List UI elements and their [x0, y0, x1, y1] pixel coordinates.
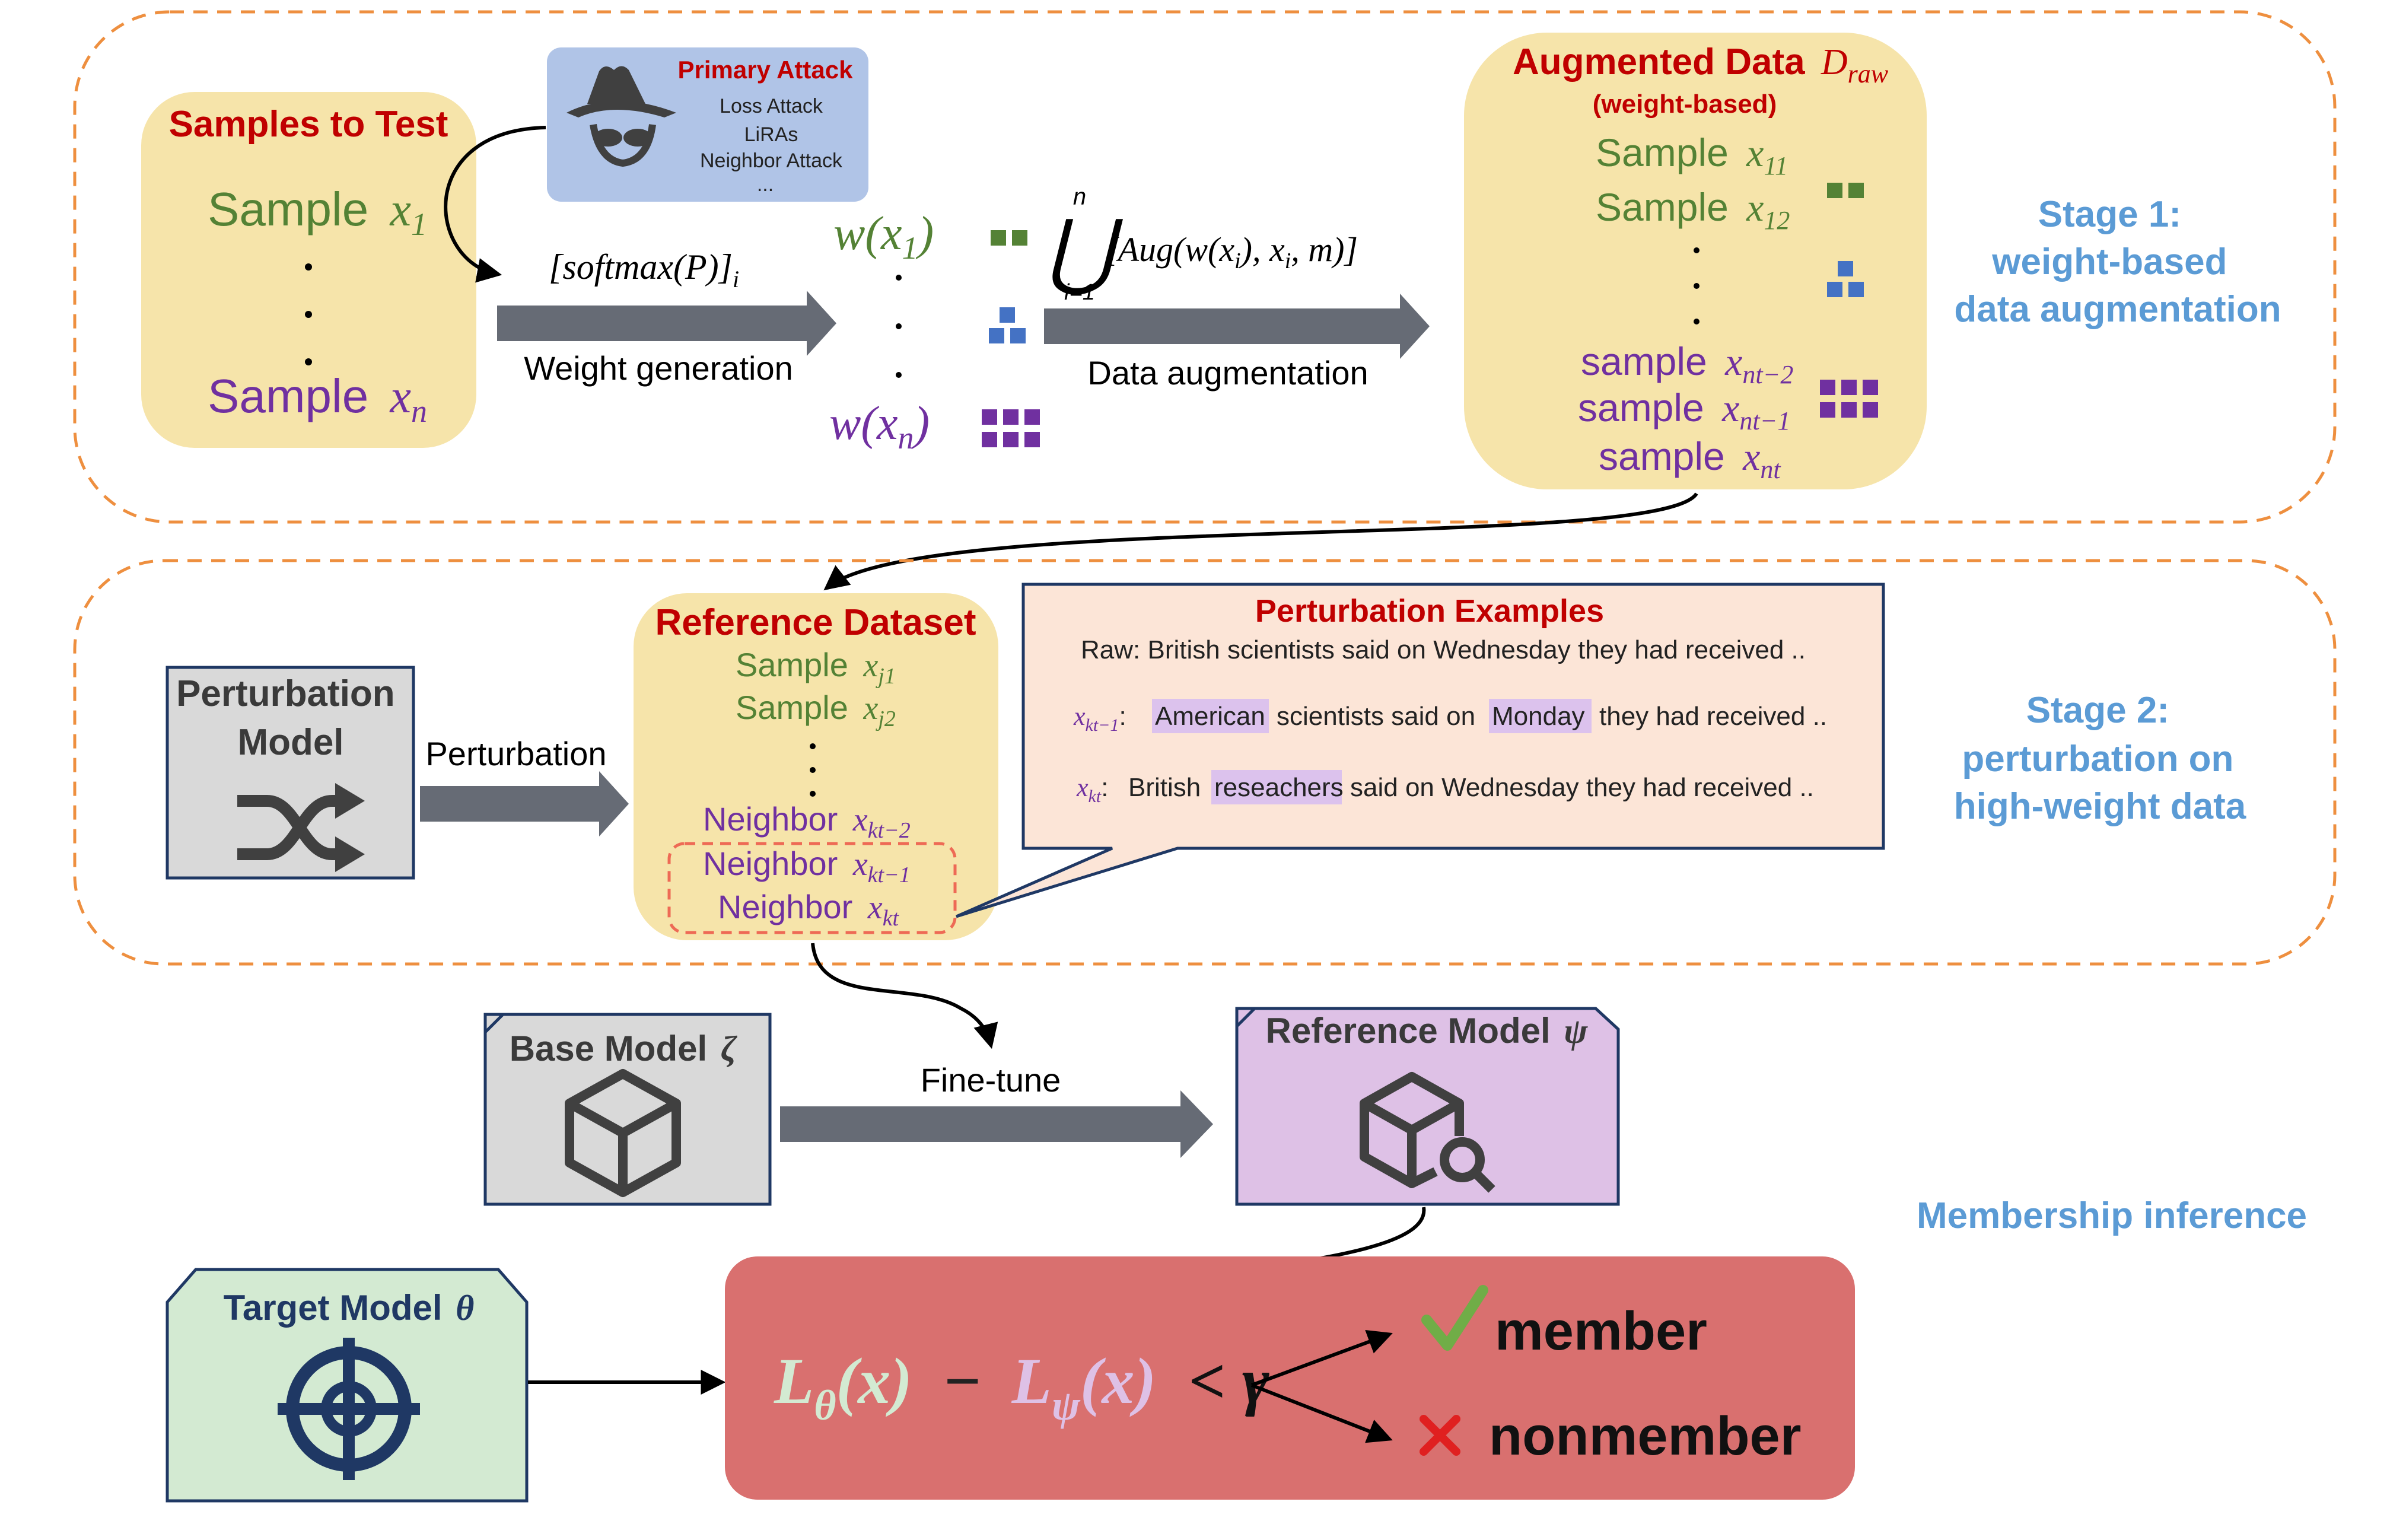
augmented-row: sample xnt−1: [1578, 386, 1790, 435]
shuffle-icon: [237, 795, 338, 860]
union-lower-limit: i=1: [1064, 280, 1095, 305]
perturbation-model-box: Perturbation Model: [166, 666, 415, 880]
finetune-arrow: [780, 1090, 1213, 1158]
ellipsis-dot: [1694, 319, 1700, 324]
example-line-x-kt: xkt: British reseachers said on Wednesda…: [1076, 773, 1814, 806]
data-augmentation-arrow: [1044, 294, 1430, 359]
neighbor-highlight-frame: [667, 842, 957, 934]
data-augmentation-label: Data augmentation: [1087, 354, 1368, 392]
decision-arrow-member: [1250, 1329, 1393, 1387]
green-weight-squares-icon: [991, 230, 1027, 246]
attack-item: Loss Attack: [720, 95, 823, 117]
raw-example: Raw: British scientists said on Wednesda…: [1081, 635, 1806, 664]
target-model-title: Target Model θ: [224, 1288, 475, 1328]
augmented-row: Sample x11: [1596, 131, 1788, 180]
ellipsis-dot: [896, 275, 902, 281]
primary-attack-box: Primary Attack Loss Attack LiRAs Neighbo…: [547, 47, 868, 202]
reference-row: Sample xj1: [736, 646, 896, 689]
inference-formula: Lθ(x) − Lψ(x) < γ: [774, 1344, 1269, 1429]
word-highlight: [1489, 699, 1592, 733]
perturbation-arrow-label: Perturbation: [425, 735, 606, 772]
attack-item: LiRAs: [744, 123, 798, 146]
attack-item: ...: [757, 173, 774, 196]
reference-model-box: Reference Model ψ: [1235, 1007, 1620, 1206]
augmented-row: sample xnt: [1599, 434, 1781, 484]
base-model-title: Base Model ζ: [510, 1029, 738, 1068]
ellipsis-dot: [810, 767, 816, 773]
membership-inference-box: Lθ(x) − Lψ(x) < γ member nonmember: [725, 1256, 1855, 1500]
primary-attack-title: Primary Attack: [678, 56, 854, 84]
spy-hat-icon: [567, 66, 676, 167]
stage1-dashed-frame: [73, 10, 2337, 524]
purple-data-squares-icon: [1820, 380, 1878, 418]
sample-xn: Sample xn: [208, 370, 427, 429]
reference-dataset-title: Reference Dataset: [655, 602, 976, 643]
ellipsis-dot: [896, 323, 902, 329]
ellipsis-dot: [810, 743, 816, 749]
perturbation-arrow: [420, 771, 629, 836]
green-data-squares-icon: [1827, 183, 1864, 198]
sample-x1: Sample x1: [208, 183, 427, 242]
ellipsis-dot: [305, 358, 312, 365]
reference-dataset-box: Reference Dataset Sample xj1 Sample xj2 …: [634, 593, 998, 940]
blue-weight-squares-icon: [989, 307, 1026, 343]
stage2-label: Stage 2: perturbation on high-weight dat…: [1954, 690, 2246, 827]
member-label: member: [1495, 1301, 1707, 1361]
ellipsis-dot: [810, 791, 816, 797]
perturbation-examples-title: Perturbation Examples: [1255, 593, 1604, 629]
shuffle-arrowhead: [335, 836, 365, 872]
augmented-data-title: Augmented Data Draw: [1513, 42, 1889, 88]
finetune-label: Fine-tune: [921, 1061, 1061, 1099]
samples-to-test-box: Samples to Test Sample x1 Sample xn: [141, 92, 476, 448]
word-highlight: [1211, 770, 1342, 804]
target-model-box: Target Model θ: [166, 1268, 529, 1503]
reference-model-title: Reference Model ψ: [1266, 1011, 1589, 1051]
augmented-row: Sample x12: [1596, 185, 1790, 235]
ellipsis-dot: [1694, 247, 1700, 253]
augmented-data-subtitle: (weight-based): [1593, 90, 1777, 119]
decision-arrow-nonmember: [1250, 1383, 1393, 1443]
example-line-x-kt-1: xkt−1: American scientists said on Monda…: [1073, 702, 1827, 735]
stage1-label: Stage 1: weight-based data augmentation: [1954, 194, 2281, 330]
weight-generation-arrow: [497, 291, 836, 356]
checkmark-icon: [1421, 1285, 1488, 1351]
base-model-box: Base Model ζ: [483, 1013, 772, 1206]
attack-item: Neighbor Attack: [700, 149, 843, 172]
augmented-to-reference-connector: [823, 492, 1698, 591]
reference-row: Neighbor xkt: [718, 888, 900, 931]
nonmember-label: nonmember: [1489, 1406, 1802, 1466]
membership-inference-label: Membership inference: [1917, 1195, 2307, 1236]
blue-data-squares-icon: [1827, 261, 1864, 297]
cube-icon: [565, 1069, 681, 1197]
union-symbol: ⋃: [1046, 203, 1124, 297]
samples-box-title: Samples to Test: [169, 104, 448, 145]
reference-row: Neighbor xkt−2: [703, 800, 911, 843]
cube-search-icon: [1360, 1072, 1495, 1193]
augmented-row: sample xnt−2: [1581, 339, 1793, 389]
weight-generation-formula: [softmax(P)]i: [549, 247, 739, 292]
ellipsis-dot: [896, 372, 902, 378]
target-crosshair-icon: [278, 1338, 420, 1480]
weight-generation-label: Weight generation: [524, 349, 793, 387]
ellipsis-dot: [305, 311, 312, 318]
weight-w-x1: w(x1): [833, 208, 934, 266]
union-upper-limit: n: [1073, 184, 1086, 210]
reference-row: Neighbor xkt−1: [703, 845, 911, 887]
augmented-data-box: Augmented Data Draw (weight-based) Sampl…: [1464, 33, 1927, 489]
ellipsis-dot: [305, 263, 312, 271]
perturbation-examples-callout: Perturbation Examples Raw: British scien…: [955, 583, 1885, 918]
reference-to-finetune-connector: [811, 943, 998, 1049]
cross-icon: [1420, 1415, 1460, 1456]
attack-connector-arrow: [444, 126, 546, 283]
reference-row: Sample xj2: [736, 689, 896, 731]
perturbation-model-title: Perturbation Model: [176, 673, 405, 763]
purple-weight-squares-icon: [982, 409, 1040, 447]
stage2-dashed-frame: [73, 559, 2337, 966]
shuffle-arrowhead: [335, 783, 365, 819]
ellipsis-dot: [1694, 283, 1700, 289]
augmentation-formula: [Aug(w(xi), xi, m)]: [1105, 230, 1358, 273]
weight-w-xn: w(xn): [829, 397, 930, 456]
word-highlight: [1152, 699, 1269, 733]
